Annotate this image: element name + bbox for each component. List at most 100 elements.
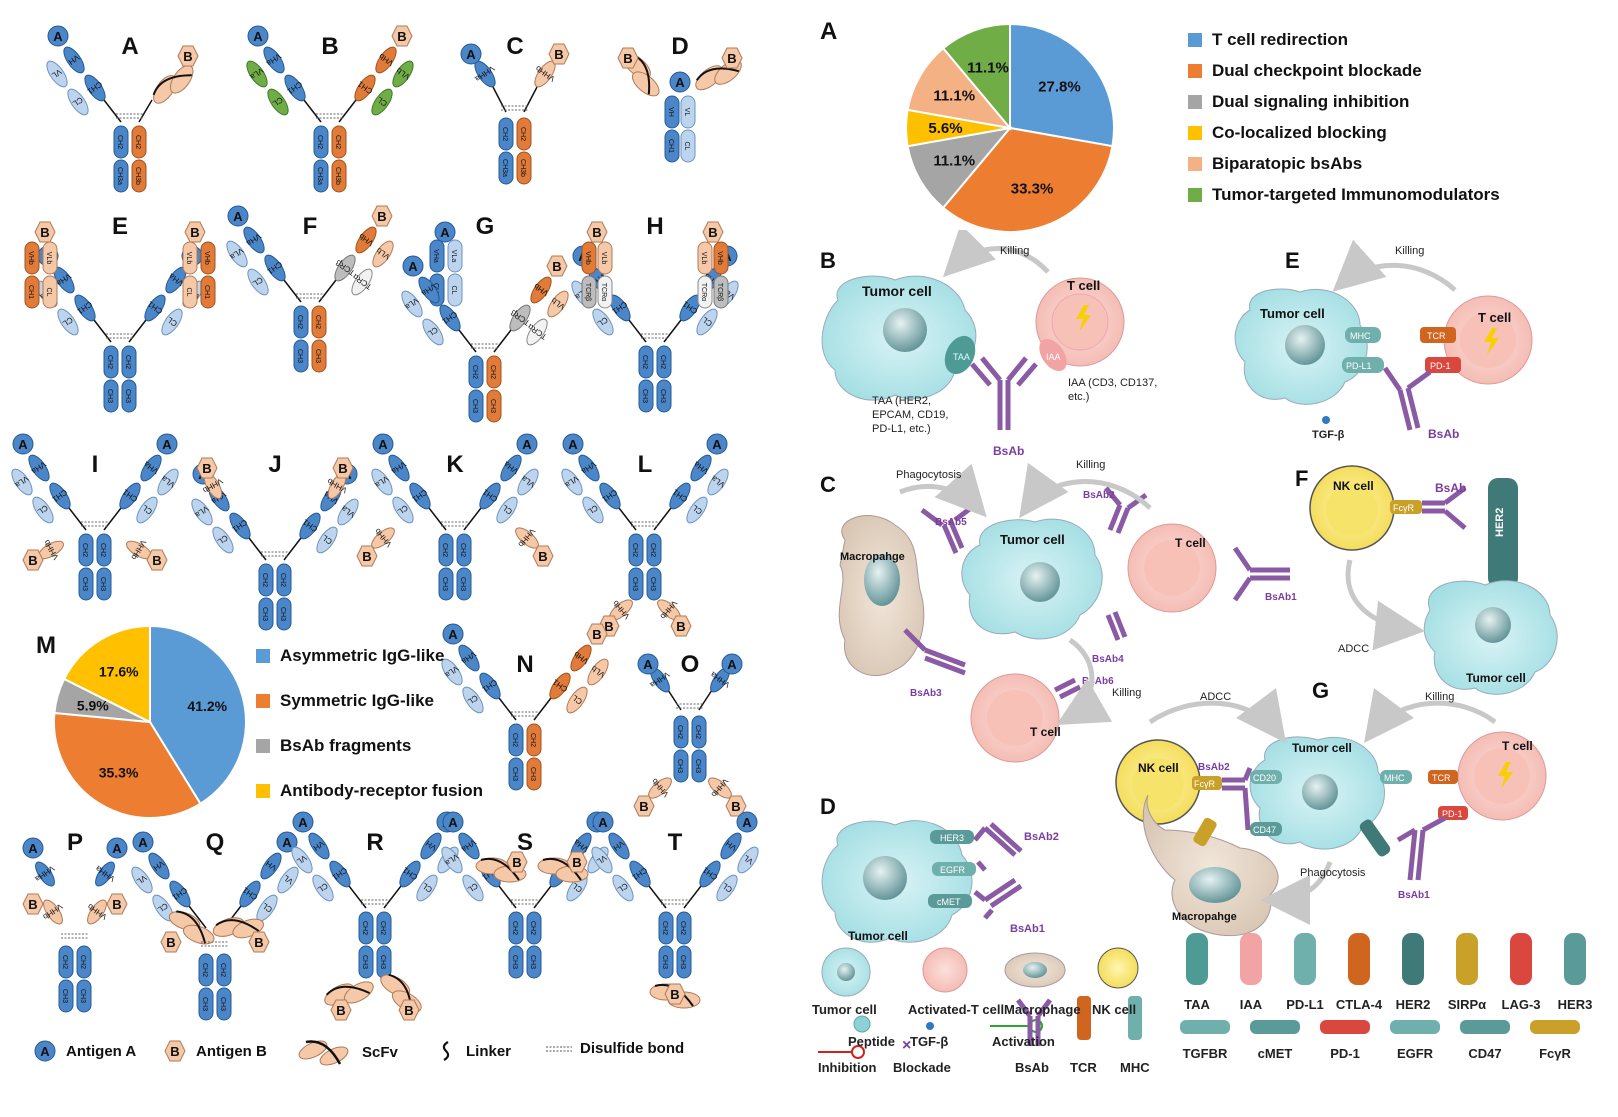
pd1-e [1425, 357, 1461, 373]
ch3-left: CH3 [198, 987, 214, 1021]
cl-L: CL [267, 88, 289, 116]
pie-a-slice-label-5: 11.1% [967, 59, 1009, 76]
vl-R-shape [707, 468, 729, 496]
ch3-left-text: CH3 [361, 955, 368, 969]
antigen-a-right [721, 653, 743, 675]
ch2-right-text: CH2 [379, 921, 386, 935]
antigen-b-left-letter: B [362, 549, 371, 564]
receptor-shape [1390, 1020, 1440, 1034]
antigen-R [156, 433, 178, 455]
vh-R-shape [530, 276, 552, 304]
ch1-R: CH1 [399, 860, 421, 888]
ch3-left-text: CH3a [501, 159, 508, 177]
antigen-b-right-letter: B [254, 935, 263, 950]
antigen-a-left [637, 653, 659, 675]
ch2-right-shape [131, 125, 147, 159]
vl-L: VLa [246, 60, 268, 88]
t-cell-nucleus-c2 [987, 690, 1043, 746]
her3-d-label: HER3 [940, 833, 964, 843]
vh-R-shape [500, 454, 522, 482]
t-cell-nucleus-b [1051, 293, 1109, 351]
ch3-right-text: CH3 [219, 997, 226, 1011]
cl-L-shape [312, 874, 334, 902]
ch1-R-shape [299, 512, 321, 540]
ch2-right-shape [656, 345, 672, 379]
cl-L: CL [247, 268, 269, 296]
vl-L: VL [46, 60, 68, 88]
cl-L-shape [612, 874, 634, 902]
vl-L-shape [46, 60, 68, 88]
ch3-left: CH3 [78, 567, 94, 601]
cl-L: CL [592, 308, 614, 336]
vhb-right-shape [200, 241, 216, 275]
receptor-shape [1186, 933, 1208, 985]
antigen-L [292, 811, 314, 833]
tumor-nucleus-b [883, 308, 927, 352]
scfv-right-linker [152, 74, 192, 96]
format-label-l: L [638, 451, 653, 478]
antigen-L [442, 811, 464, 833]
vh-L: VH [608, 832, 630, 860]
ch1-R: CH1 [119, 482, 141, 510]
ch1-R: CH1 [669, 482, 691, 510]
ch1-R: CH1 [299, 512, 321, 540]
ch2-left-shape [198, 953, 214, 987]
ch2-left-text: CH2 [471, 365, 478, 379]
receptor-label: HER3 [1558, 997, 1593, 1012]
vl-L-shape [441, 846, 463, 874]
hinge-line [498, 885, 517, 909]
receptor-label: HER2 [1396, 997, 1431, 1012]
ch3-right-shape [96, 567, 112, 601]
t-cell-label-c: T cell [1175, 536, 1206, 550]
receptor-shape [1180, 1020, 1230, 1034]
killing-arrow-c2 [1056, 637, 1113, 725]
ch2-right-shape [331, 125, 347, 159]
receptor-label: IAA [1240, 997, 1263, 1012]
ch2-right-text: CH2 [529, 921, 536, 935]
bsab3 [903, 628, 966, 676]
format-label-h: H [646, 213, 663, 240]
antigen-b-left-letter: B [202, 461, 211, 476]
ch1b-right-text: CH1 [203, 285, 210, 299]
hinge-line [128, 319, 147, 343]
tcr-e [1420, 327, 1456, 343]
hinge-line [93, 319, 112, 343]
legend-bsab-icon [1016, 998, 1052, 1046]
tcr-g [1428, 770, 1458, 784]
antigen-b-right-letter: B [152, 553, 161, 568]
vl-L-shape [591, 846, 613, 874]
receptor-label: TGFBR [1183, 1046, 1228, 1061]
ch2-right-text: CH2 [489, 365, 496, 379]
antigen-right [548, 43, 570, 65]
vl-L: VL [131, 866, 153, 894]
ch2-left-shape [293, 305, 309, 339]
format-label-a: A [121, 33, 138, 60]
ch2-right: CH2 [376, 911, 392, 945]
disulfide-icon [546, 1046, 572, 1051]
bsab2-d-label: BsAb2 [1024, 831, 1059, 843]
receptor-shape [1250, 1020, 1300, 1034]
ch2-left-shape [113, 125, 129, 159]
hinge-line [618, 507, 637, 531]
bsab1-c [1232, 546, 1290, 602]
ch2-right-shape [646, 533, 662, 567]
ch3-right: CH3 [276, 597, 292, 631]
ch3-left-text: CH3 [81, 577, 88, 591]
ch3-right: CH3 [76, 979, 92, 1013]
ch1-text: CH1 [667, 139, 674, 153]
ch1-R-shape [144, 294, 166, 322]
phagocytosis-arrow-c [899, 463, 987, 518]
vh-R-shape [720, 832, 742, 860]
tcrb-left: TCRβ [581, 275, 597, 309]
cl-L-shape [57, 308, 79, 336]
vhha-left: VHHa [648, 667, 671, 693]
ch3-right-text: CH3b [519, 159, 526, 177]
cl-R-shape [696, 308, 718, 336]
legend-macrophage: Macrophage [1004, 1002, 1081, 1017]
vh-text: VH [667, 107, 674, 117]
ch3-right-text: CH3 [649, 577, 656, 591]
legend-item-tcell-redirection: T cell redirection [1188, 30, 1348, 50]
